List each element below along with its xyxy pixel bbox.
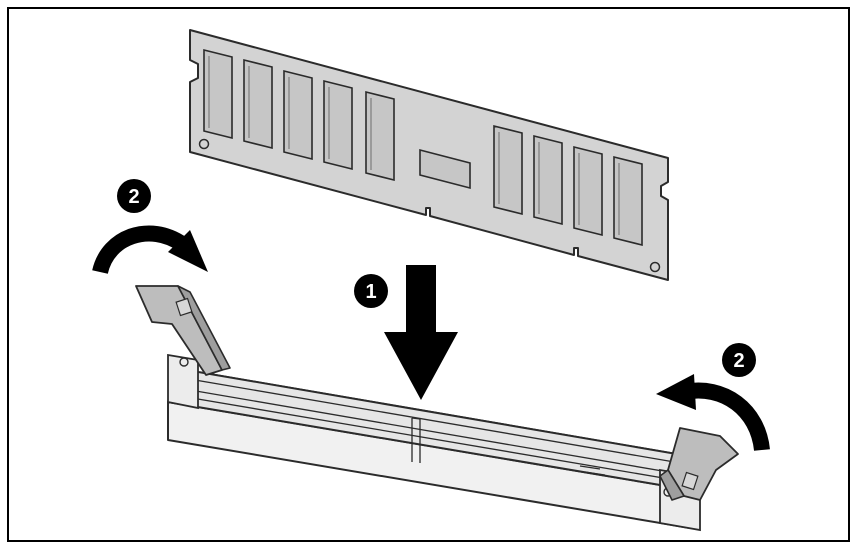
module-hole-right <box>649 261 661 273</box>
callout-number: 1 <box>365 281 376 303</box>
slot-latch-left <box>135 285 231 376</box>
callout-step-left: 2 <box>117 179 151 213</box>
module-chips <box>203 48 643 247</box>
down-arrow-icon <box>384 265 458 400</box>
callout-step-center: 1 <box>354 274 388 308</box>
module-hole-left <box>198 138 210 150</box>
slot-left-end <box>167 353 199 410</box>
curved-arrow-icon <box>92 225 208 275</box>
slot-latch-right <box>659 427 739 501</box>
memory-module <box>189 29 669 281</box>
callout-step-right: 2 <box>722 343 756 377</box>
callout-number: 2 <box>128 186 139 208</box>
curved-arrow-icon <box>656 374 770 452</box>
callout-number: 2 <box>733 350 744 372</box>
